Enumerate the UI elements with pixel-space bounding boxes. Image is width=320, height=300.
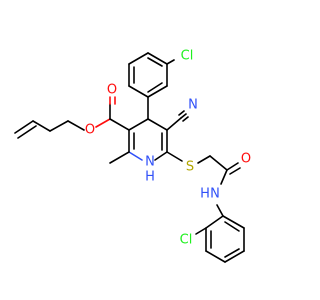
dihydropyridine-ring xyxy=(109,118,168,164)
top-chlorophenyl xyxy=(128,52,175,120)
bond-allyl-2 xyxy=(32,120,51,132)
molecule-diagram: O O N H N S O N H Cl Cl xyxy=(14,49,251,263)
bond-ring-2 xyxy=(147,118,168,131)
bond-ester-ring xyxy=(109,118,130,131)
bond-methyl xyxy=(109,151,130,164)
bond-o-carbonyl xyxy=(95,118,111,128)
ester-oxygen-label: O xyxy=(85,123,95,138)
bond-amide-co-b xyxy=(229,167,241,175)
bond-br3 xyxy=(205,250,226,263)
bond-cn-2 xyxy=(180,113,187,119)
structure-drawing: O O N H N S O N H Cl Cl xyxy=(14,49,251,263)
bond-allyl-3 xyxy=(49,120,69,132)
amide-nitrogen-label: N xyxy=(210,187,220,202)
bond-ring-4 xyxy=(154,151,168,161)
top-chlorine-label: Cl xyxy=(181,49,194,64)
bond-ring-5 xyxy=(128,151,143,161)
bond-allyl-o xyxy=(67,120,85,131)
sulfur-label: S xyxy=(186,160,194,175)
bond-c-s xyxy=(166,151,183,162)
bond-amide-co xyxy=(226,162,239,171)
bond-cn-3 xyxy=(182,116,189,122)
bond-allyl-1 xyxy=(14,120,34,134)
bond-ar4 xyxy=(147,52,168,65)
bond-n-aryl xyxy=(216,204,224,217)
bond-ring-1 xyxy=(128,118,149,131)
bond-br6b xyxy=(224,221,240,232)
bond-ar-cl xyxy=(166,59,175,65)
bond-s-ch2 xyxy=(197,155,211,164)
bond-br-cl xyxy=(195,227,207,235)
bond-ar1 xyxy=(128,85,149,98)
allyl-group xyxy=(14,120,85,139)
bond-allyl-1b xyxy=(17,125,37,139)
bond-cn-4 xyxy=(178,110,185,116)
ring-hydrogen-label: H xyxy=(145,170,155,185)
thioether-chain xyxy=(166,151,241,185)
nitrile-group xyxy=(166,110,189,131)
carbonyl-oxygen-label: O xyxy=(107,83,117,98)
ester-group xyxy=(95,96,130,131)
bond-br4 xyxy=(224,250,245,263)
amide-hydrogen-label: H xyxy=(200,187,210,202)
bond-ar3 xyxy=(128,52,149,65)
bond-c-n xyxy=(220,169,228,185)
amide-oxygen-label: O xyxy=(241,152,251,167)
bottom-chlorine-label: Cl xyxy=(180,233,193,248)
bond-br4b xyxy=(224,248,240,258)
nitrile-nitrogen-label: N xyxy=(188,98,198,113)
ring-nitrogen-label: N xyxy=(145,155,155,170)
bottom-chlorophenyl xyxy=(195,204,245,263)
bond-br6 xyxy=(222,215,245,229)
bond-ar6b xyxy=(147,82,163,93)
bond-ar4b xyxy=(147,57,163,67)
bond-ch2-c xyxy=(209,155,228,171)
bond-ar6 xyxy=(147,85,168,98)
bond-cn-1 xyxy=(166,117,182,131)
bond-br1 xyxy=(205,215,224,229)
